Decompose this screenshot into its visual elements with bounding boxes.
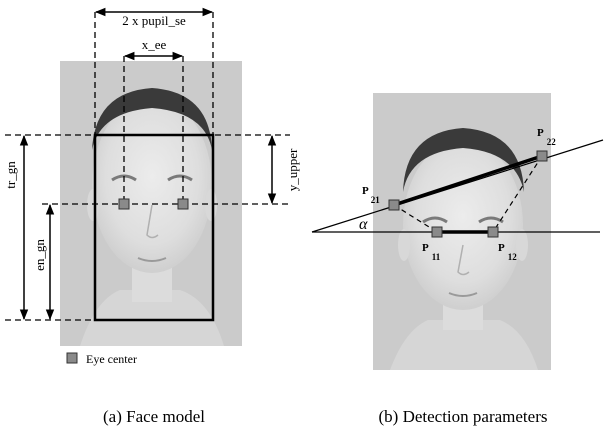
- point-p21-label: P21: [362, 185, 380, 205]
- face-bounding-box: [93, 133, 215, 322]
- legend-label: Eye center: [86, 352, 137, 366]
- eye-center-left: [118, 198, 130, 210]
- point-p11-marker: [431, 226, 443, 238]
- panel-a: 2 x pupil_se x_ee tr_gn en_gn y_upper Ey…: [3, 7, 300, 426]
- point-p12-label: P12: [498, 242, 517, 262]
- face-illustration-b: [390, 128, 538, 370]
- point-p21-marker: [388, 199, 400, 211]
- angle-alpha-label: α: [359, 216, 368, 233]
- pupil-width-label: 2 x pupil_se: [122, 13, 186, 28]
- en-gn-label: en_gn: [32, 239, 47, 271]
- panel-b: P21 P22 P11 P12 α (b) Detection paramete…: [311, 93, 604, 426]
- point-p22-label: P22: [537, 127, 556, 147]
- dashed-p22-p12: [492, 155, 543, 233]
- caption-a: (a) Face model: [103, 407, 205, 426]
- eye-center-right: [177, 198, 189, 210]
- eye-distance-label: x_ee: [142, 37, 167, 52]
- face-illustration-a: [80, 88, 224, 346]
- y-upper-label: y_upper: [285, 148, 300, 191]
- point-p22-marker: [536, 150, 548, 162]
- point-p11-label: P11: [422, 242, 441, 262]
- legend-marker: [66, 352, 78, 364]
- segment-p21-p22: [393, 154, 543, 207]
- tr-gn-label: tr_gn: [3, 161, 18, 189]
- tilted-reference-line: [311, 139, 604, 233]
- caption-b: (b) Detection parameters: [379, 407, 548, 426]
- point-p12-marker: [487, 226, 499, 238]
